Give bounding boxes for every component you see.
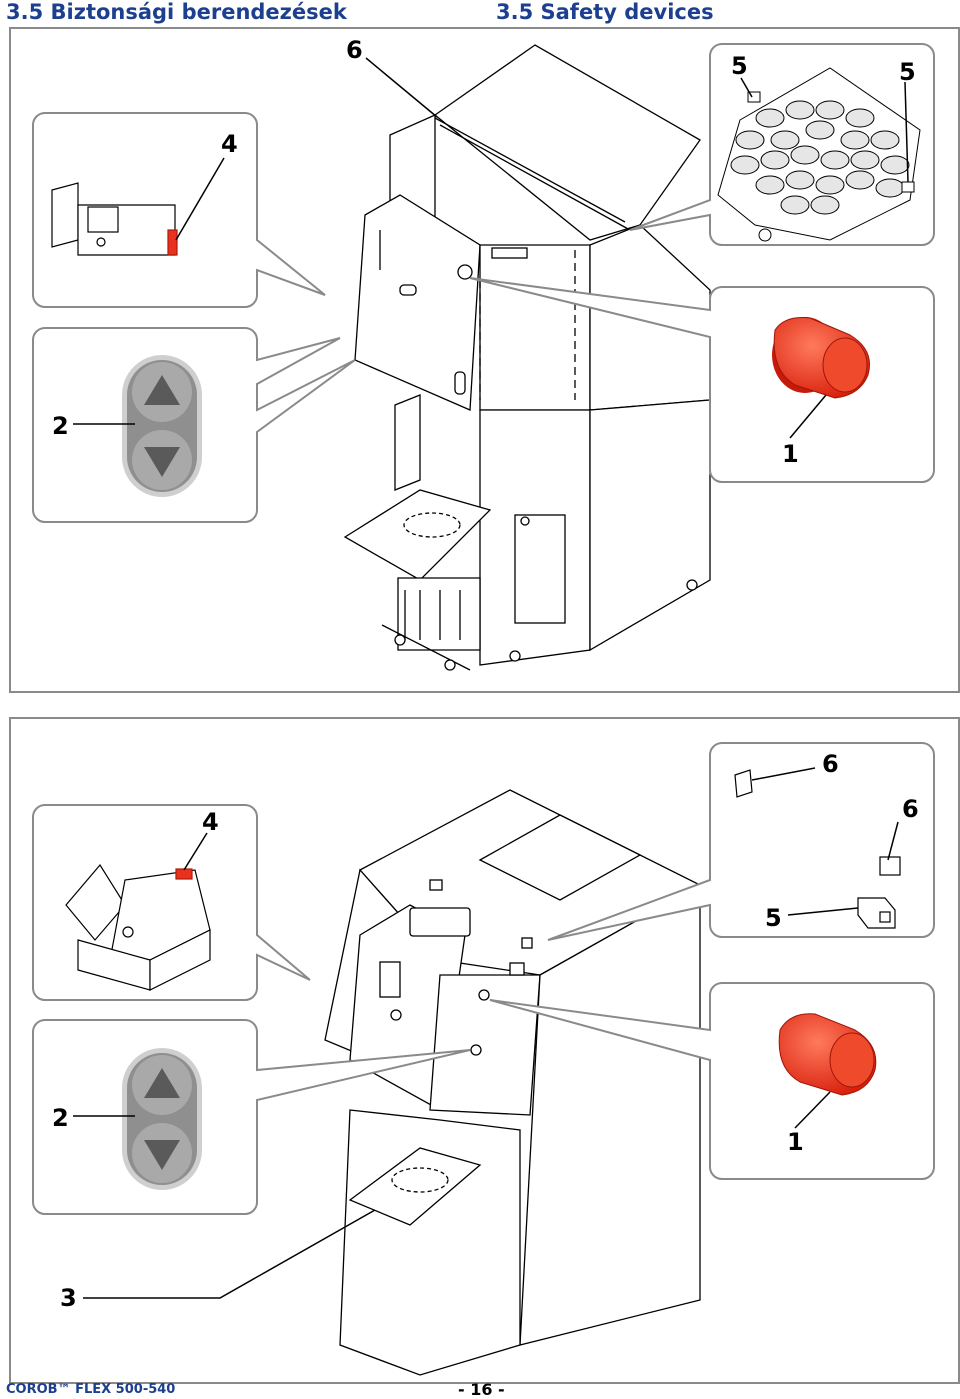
bottom-callout-label-6b: 6 bbox=[902, 795, 919, 823]
top-callout-label-6: 6 bbox=[346, 36, 363, 64]
bottom-callout-label-6a: 6 bbox=[822, 750, 839, 778]
bottom-callout-label-1: 1 bbox=[787, 1128, 804, 1156]
figure-bottom-panel bbox=[9, 717, 960, 1384]
title-hungarian: 3.5 Biztonsági berendezések bbox=[6, 0, 347, 24]
top-callout-label-5b: 5 bbox=[899, 58, 916, 86]
title-english: 3.5 Safety devices bbox=[496, 0, 714, 24]
top-callout-label-2: 2 bbox=[52, 412, 69, 440]
bottom-callout-label-2: 2 bbox=[52, 1104, 69, 1132]
top-callout-label-1: 1 bbox=[782, 440, 799, 468]
bottom-callout-label-5: 5 bbox=[765, 904, 782, 932]
footer-model-name: COROB™ FLEX 500-540 bbox=[6, 1382, 176, 1397]
bottom-callout-label-3: 3 bbox=[60, 1284, 77, 1312]
bottom-callout-label-4: 4 bbox=[202, 808, 219, 836]
footer-page-number: - 16 - bbox=[458, 1380, 505, 1399]
figure-top-panel bbox=[9, 27, 960, 693]
top-callout-label-5a: 5 bbox=[731, 52, 748, 80]
top-callout-label-4: 4 bbox=[221, 130, 238, 158]
